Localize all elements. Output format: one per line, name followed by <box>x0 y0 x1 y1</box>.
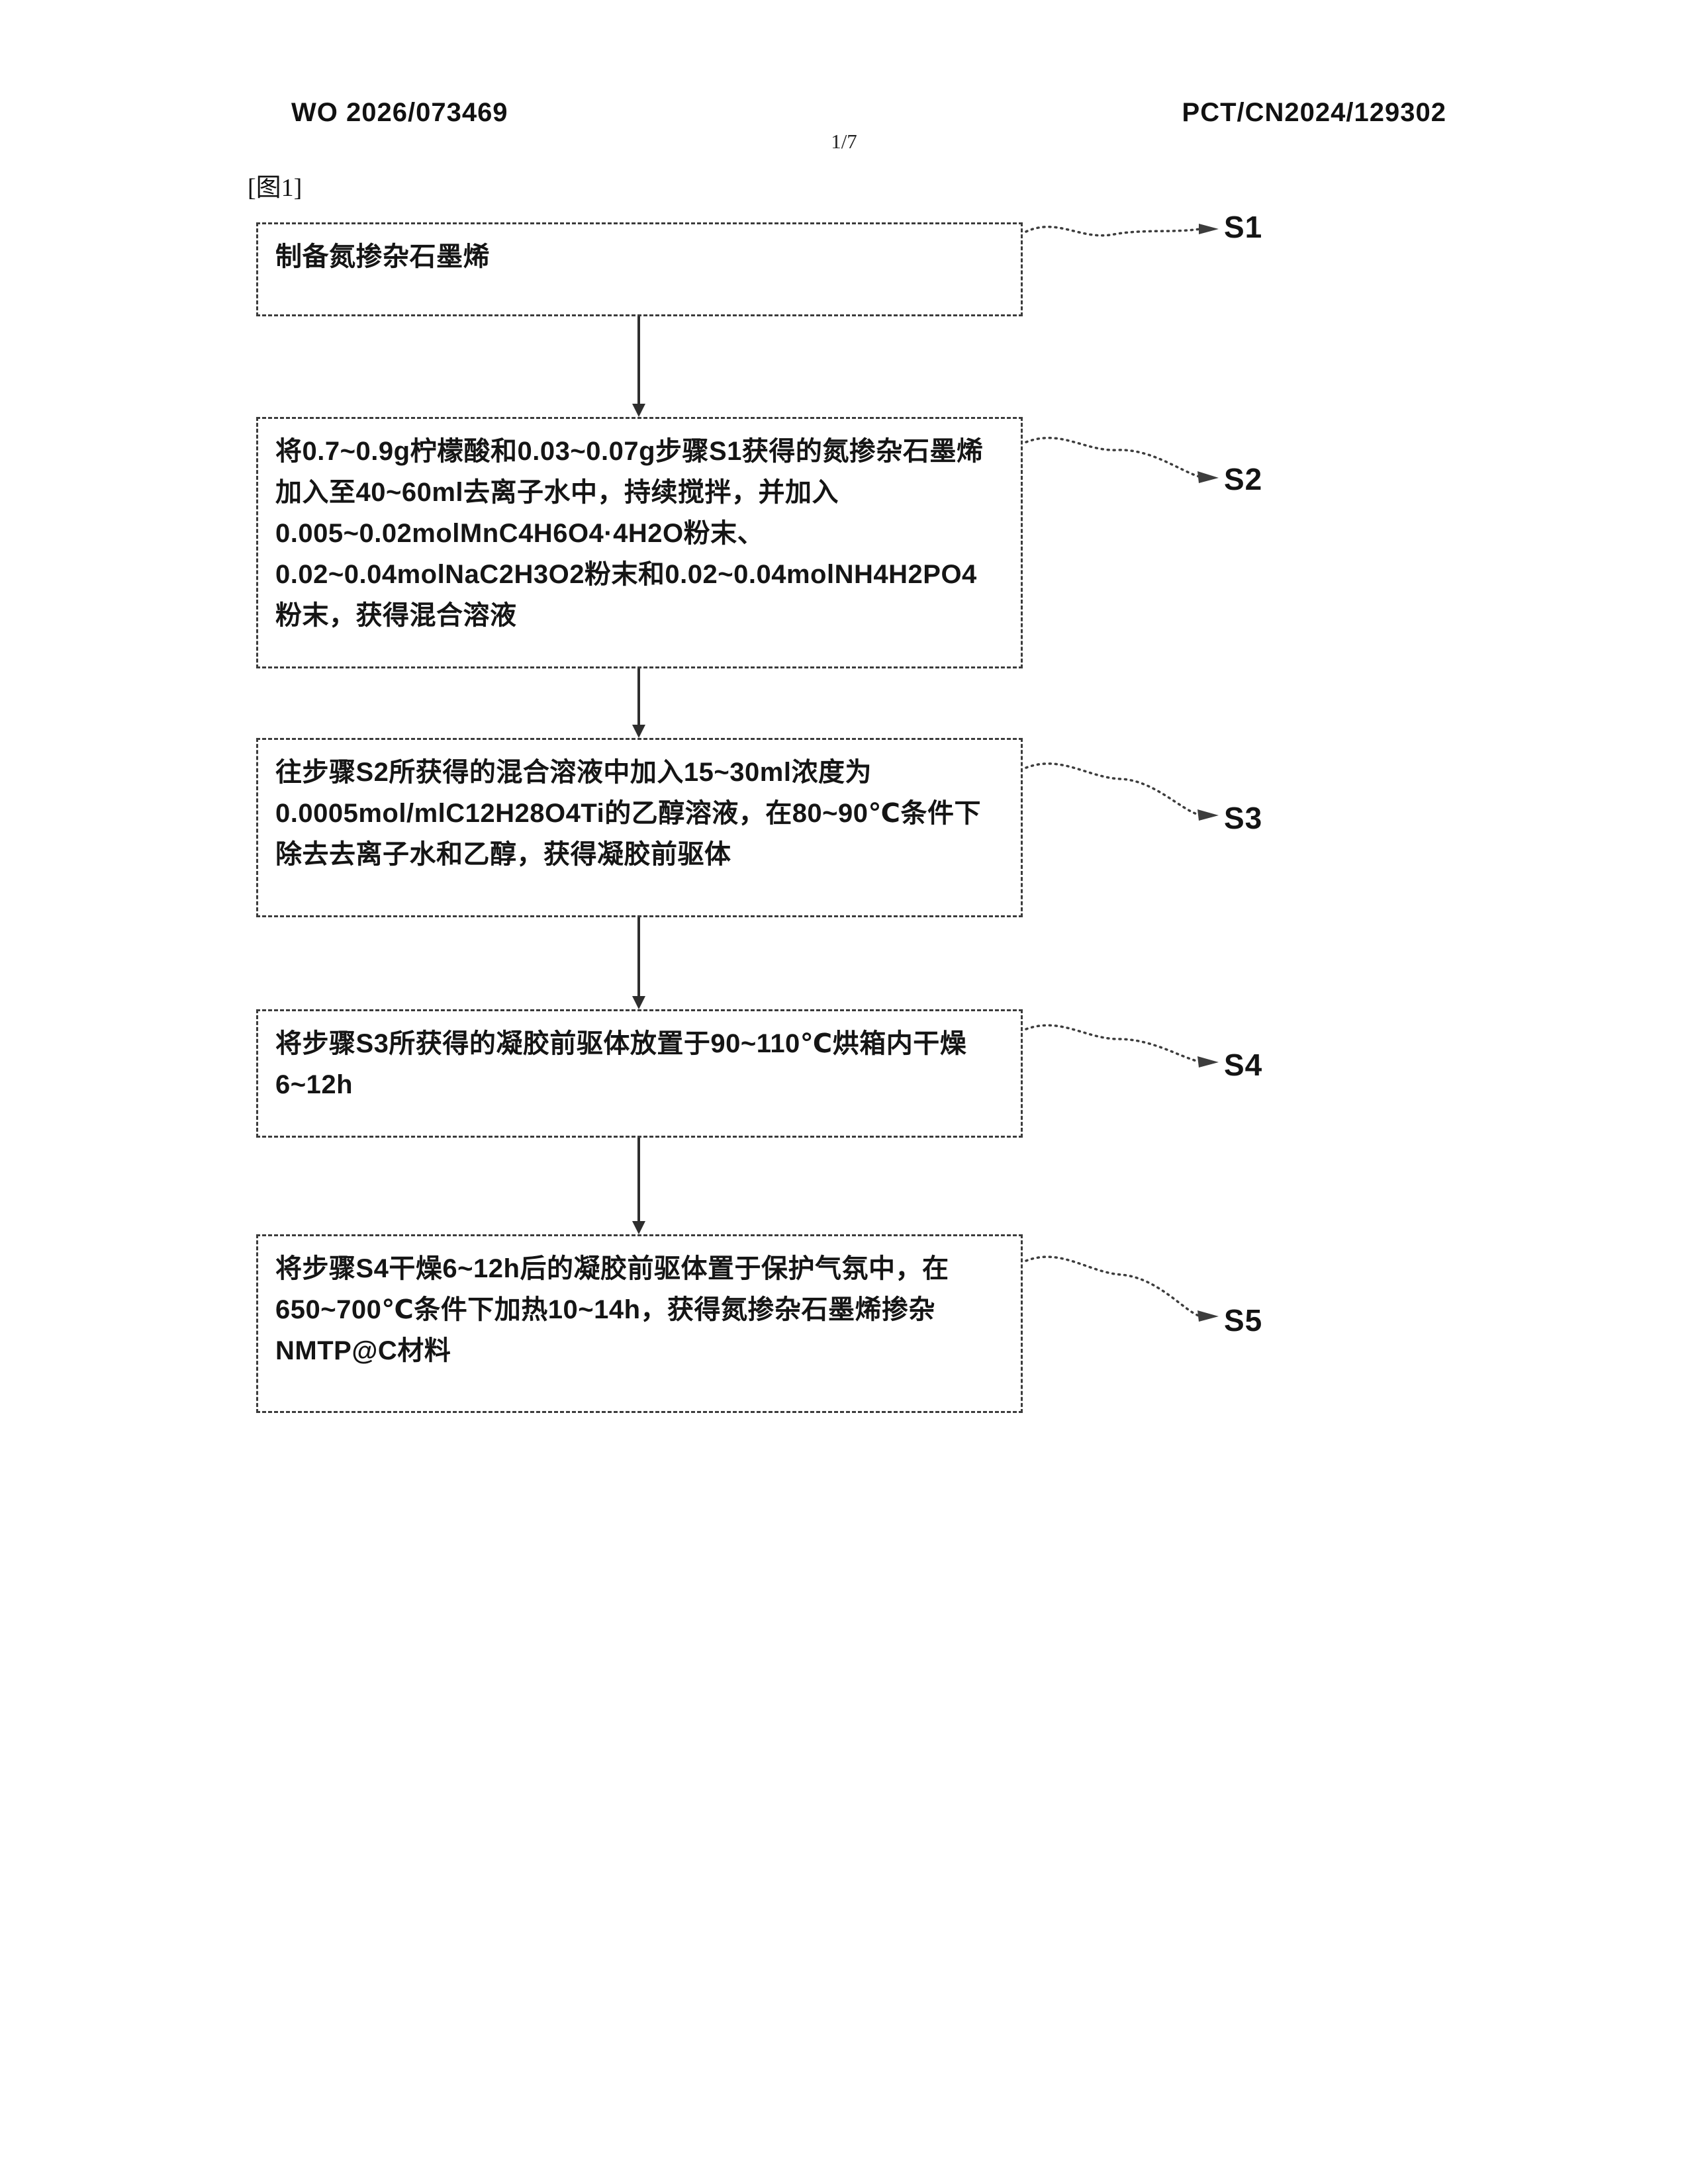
step-label-s3: S3 <box>1224 801 1263 835</box>
connector-arrow-icon <box>1025 224 1219 237</box>
step-box-s2: 将0.7~0.9g柠檬酸和0.03~0.07g步骤S1获得的氮掺杂石墨烯加入至4… <box>256 417 1023 668</box>
step-label-s1: S1 <box>1224 210 1263 244</box>
connector-arrow-icon <box>1025 436 1219 483</box>
down-arrow-icon <box>632 668 645 738</box>
connector-arrow-icon <box>1025 762 1219 821</box>
step-label-s4: S4 <box>1224 1048 1263 1082</box>
figure-label: [图1] <box>248 174 303 202</box>
step-text-s4: 将步骤S3所获得的凝胶前驱体放置于90~110℃烘箱内干燥6~12h <box>275 1029 967 1099</box>
down-arrow-icon <box>632 1138 645 1234</box>
publication-number: WO 2026/073469 <box>291 98 508 127</box>
step-text-s1: 制备氮掺杂石墨烯 <box>275 242 490 271</box>
step-text-s2: 将0.7~0.9g柠檬酸和0.03~0.07g步骤S1获得的氮掺杂石墨烯加入至4… <box>275 437 984 630</box>
connector-arrow-icon <box>1025 1024 1219 1068</box>
step-box-s1: 制备氮掺杂石墨烯 <box>256 222 1023 316</box>
step-text-s3: 往步骤S2所获得的混合溶液中加入15~30ml浓度为0.0005mol/mlC1… <box>275 758 981 869</box>
step-box-s3: 往步骤S2所获得的混合溶液中加入15~30ml浓度为0.0005mol/mlC1… <box>256 738 1023 917</box>
connector-arrow-icon <box>1025 1255 1219 1322</box>
step-box-s5: 将步骤S4干燥6~12h后的凝胶前驱体置于保护气氛中，在650~700℃条件下加… <box>256 1234 1023 1413</box>
step-box-s4: 将步骤S3所获得的凝胶前驱体放置于90~110℃烘箱内干燥6~12h <box>256 1009 1023 1138</box>
down-arrow-icon <box>632 917 645 1009</box>
down-arrow-icon <box>632 316 645 417</box>
application-number: PCT/CN2024/129302 <box>1182 98 1446 127</box>
step-label-s2: S2 <box>1224 462 1263 496</box>
page-number: 1/7 <box>831 130 857 153</box>
step-label-s5: S5 <box>1224 1303 1263 1338</box>
step-text-s5: 将步骤S4干燥6~12h后的凝胶前驱体置于保护气氛中，在650~700℃条件下加… <box>275 1254 949 1365</box>
